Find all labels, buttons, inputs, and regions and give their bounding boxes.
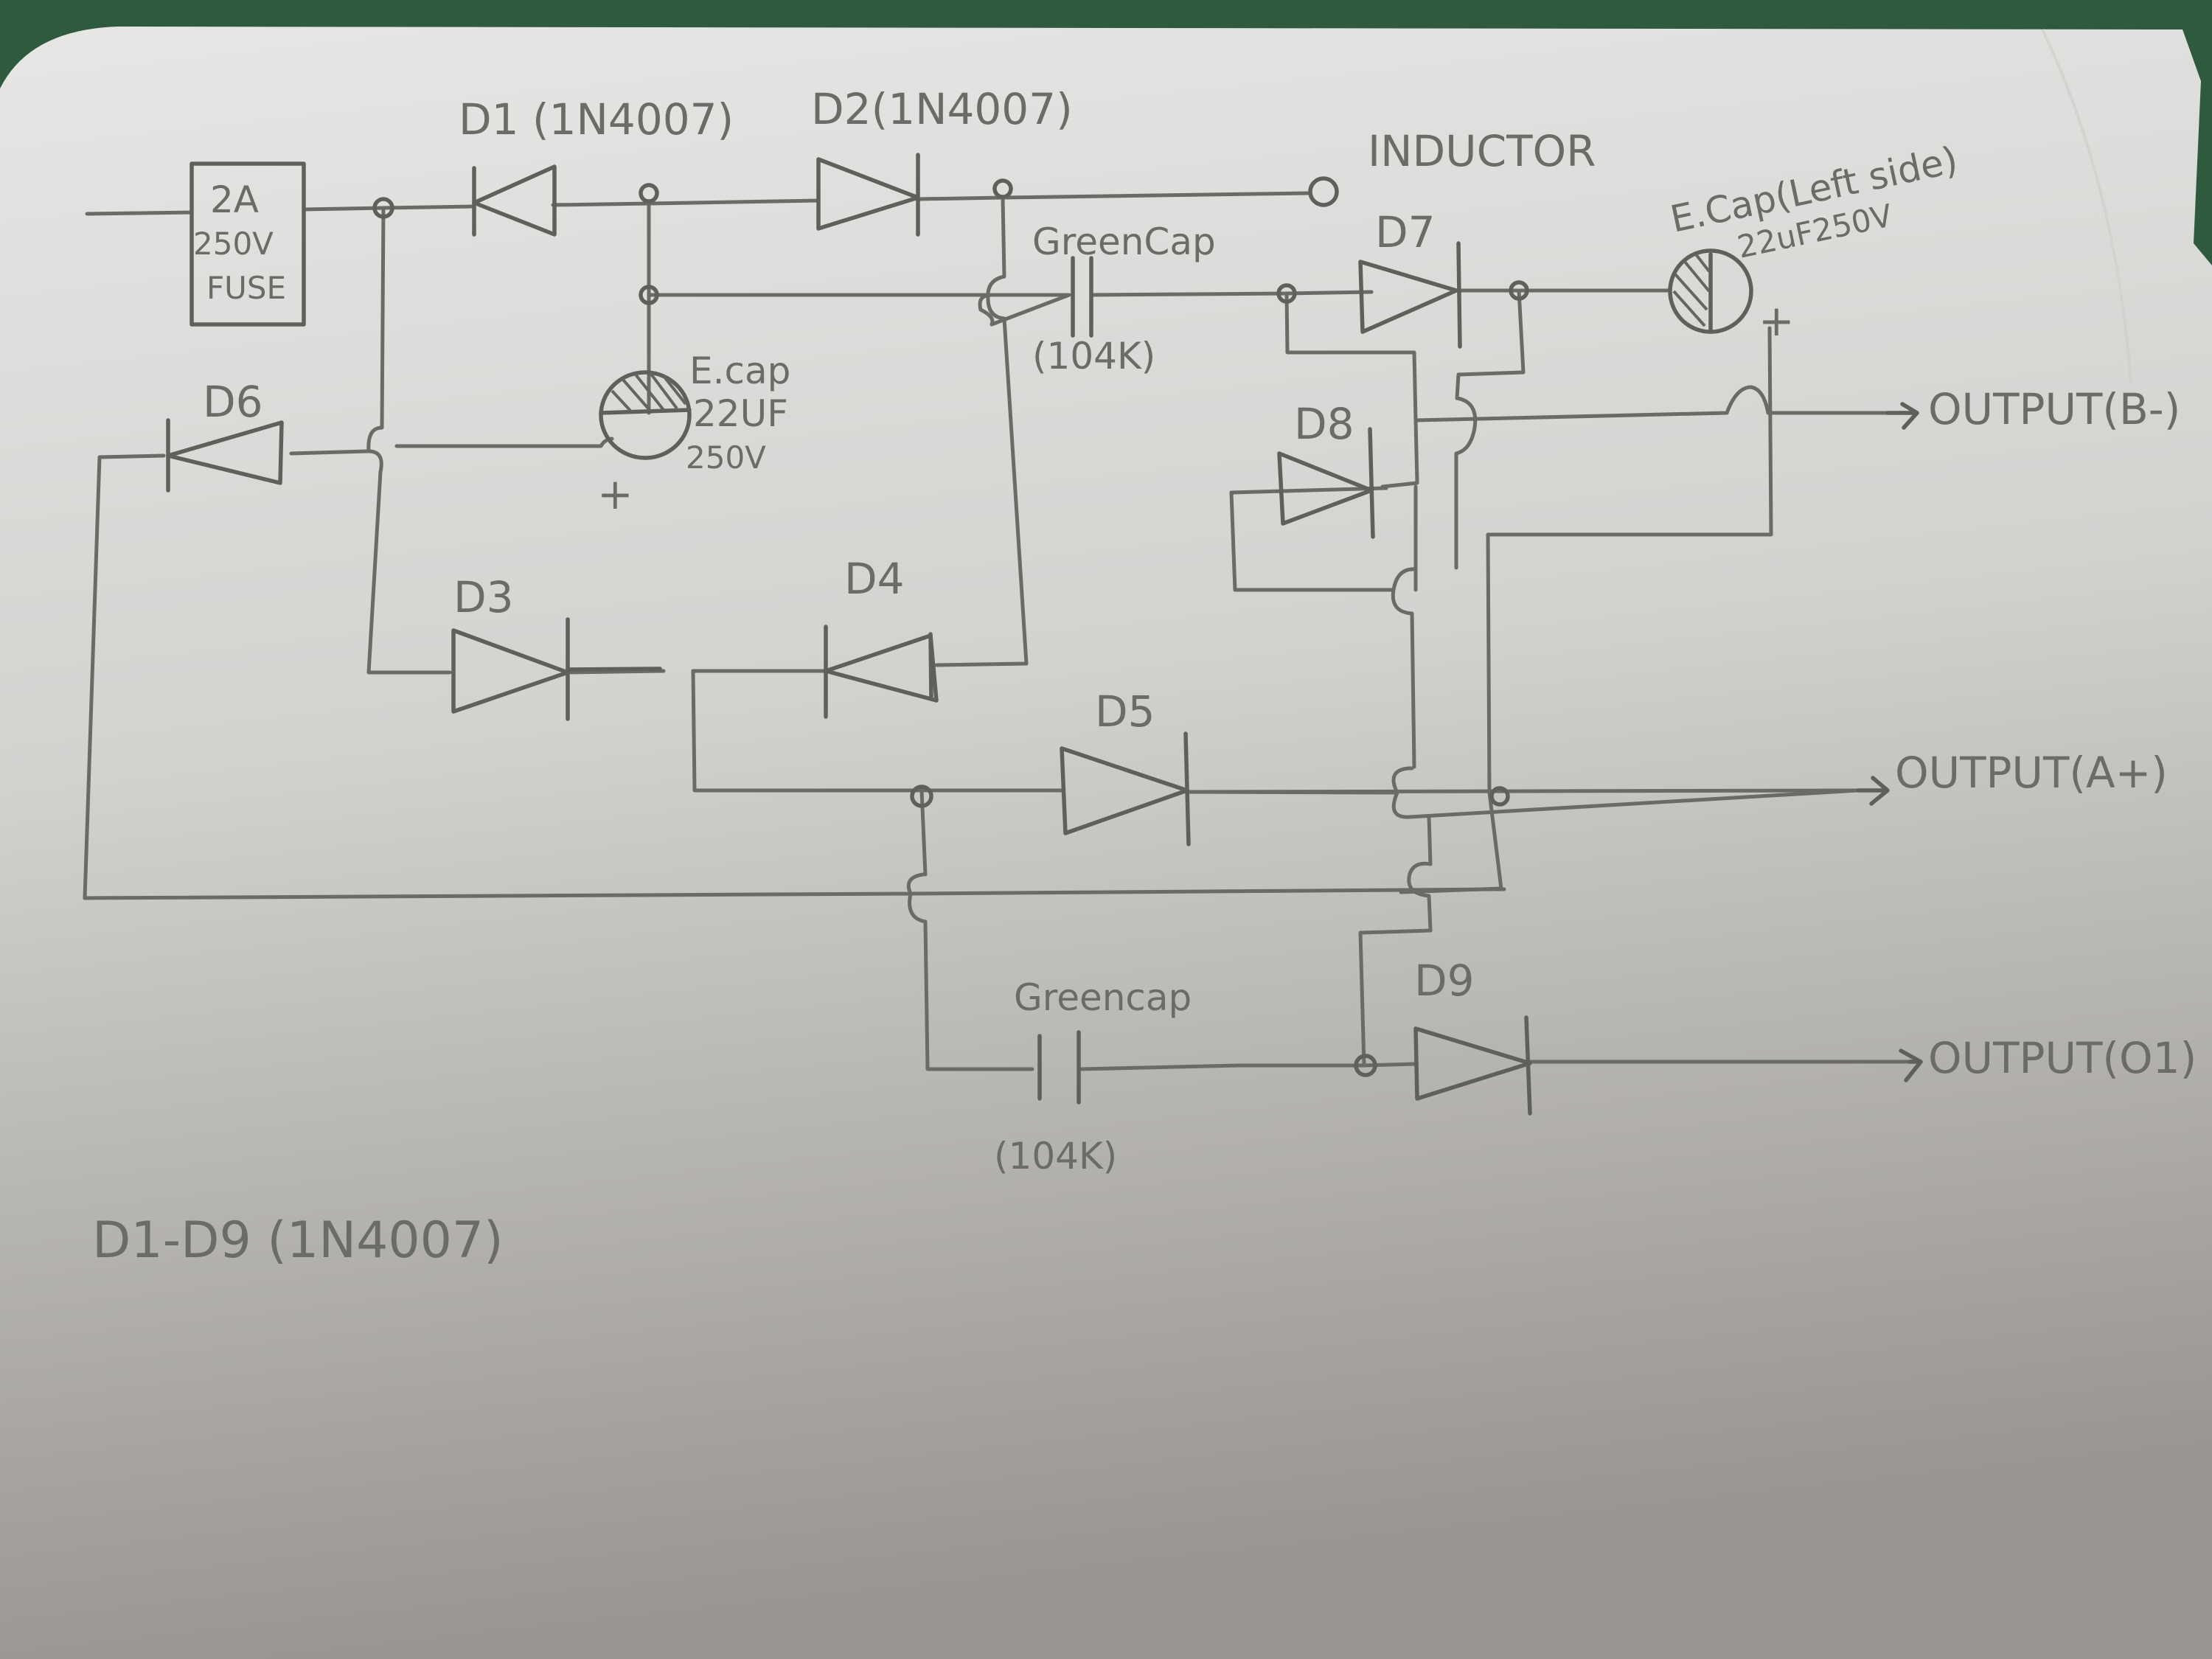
paper-sheet xyxy=(0,27,2212,1659)
output-o1-label: OUTPUT(O1) xyxy=(1928,1033,2197,1083)
capacitor-hatch xyxy=(611,372,687,412)
diode-d1[interactable]: D1 (1N4007) xyxy=(459,94,734,237)
diode-d2-label: D2(1N4007) xyxy=(811,84,1073,134)
ecap1-polarity: + xyxy=(597,469,633,519)
junction-node xyxy=(639,285,659,305)
greencap2-value: (104K) xyxy=(994,1135,1117,1178)
diode-d8-label: D8 xyxy=(1294,399,1354,449)
greencap2-name: Greencap xyxy=(1014,976,1192,1019)
diode-d4[interactable]: D4 xyxy=(824,554,939,719)
junction-node xyxy=(1489,786,1510,807)
fuse-rating-voltage: 250V xyxy=(193,226,274,262)
junction-nodes xyxy=(372,178,1529,1077)
diode-d5[interactable]: D5 xyxy=(1060,686,1191,846)
film-capacitor-2[interactable]: Greencap (104K) xyxy=(994,976,1192,1178)
ecap2-polarity: + xyxy=(1759,296,1795,346)
diode-d7-label: D7 xyxy=(1375,207,1436,257)
ecap1-capacitance: 22UF xyxy=(693,392,788,435)
junction-node xyxy=(910,785,933,808)
diode-d1-label: D1 (1N4007) xyxy=(459,94,734,145)
greencap1-name: GreenCap xyxy=(1032,220,1216,263)
junction-node xyxy=(372,197,394,219)
junction-node xyxy=(1276,283,1297,304)
ecap1-type: E.cap xyxy=(689,349,790,392)
inductor-label: INDUCTOR xyxy=(1368,126,1596,176)
junction-node xyxy=(1354,1054,1377,1077)
ecap1-voltage: 250V xyxy=(686,439,766,476)
diode-d3-label: D3 xyxy=(453,572,514,622)
output-o1[interactable]: OUTPUT(O1) xyxy=(1899,1033,2197,1083)
inductor-terminal[interactable]: INDUCTOR xyxy=(1308,126,1596,207)
diode-d4-label: D4 xyxy=(844,554,905,604)
paper-fold-crease xyxy=(2041,29,2132,384)
capacitor-hatch xyxy=(1672,253,1711,327)
junction-node xyxy=(1509,280,1529,301)
fuse-label: FUSE xyxy=(206,270,286,306)
film-capacitor-1[interactable]: GreenCap (104K) xyxy=(1032,220,1216,378)
diode-d6[interactable]: D6 xyxy=(166,377,284,493)
junction-node xyxy=(992,178,1013,199)
junction-node xyxy=(639,183,659,204)
diode-d9-label: D9 xyxy=(1414,956,1475,1006)
output-a-plus[interactable]: OUTPUT(A+) xyxy=(1856,748,2168,806)
diode-d6-label: D6 xyxy=(203,377,263,427)
diode-d5-label: D5 xyxy=(1095,686,1155,737)
diode-d7[interactable]: D7 xyxy=(1358,207,1462,349)
wires xyxy=(83,191,1912,1071)
fuse-rating-current: 2A xyxy=(210,178,259,221)
output-b-minus[interactable]: OUTPUT(B-) xyxy=(1885,384,2180,434)
fuse[interactable]: 2A 250V FUSE xyxy=(189,161,306,327)
electrolytic-capacitor-1[interactable]: + E.cap 22UF 250V xyxy=(597,349,790,519)
diode-d8[interactable]: D8 xyxy=(1277,399,1375,539)
output-b-minus-label: OUTPUT(B-) xyxy=(1928,384,2180,434)
diode-d2[interactable]: D2(1N4007) xyxy=(811,84,1073,237)
diode-d3[interactable]: D3 xyxy=(451,572,662,721)
output-a-plus-label: OUTPUT(A+) xyxy=(1895,748,2168,798)
diode-part-note: D1-D9 (1N4007) xyxy=(92,1211,504,1270)
diode-d9[interactable]: D9 xyxy=(1413,956,1532,1116)
greencap1-value: (104K) xyxy=(1032,335,1155,378)
